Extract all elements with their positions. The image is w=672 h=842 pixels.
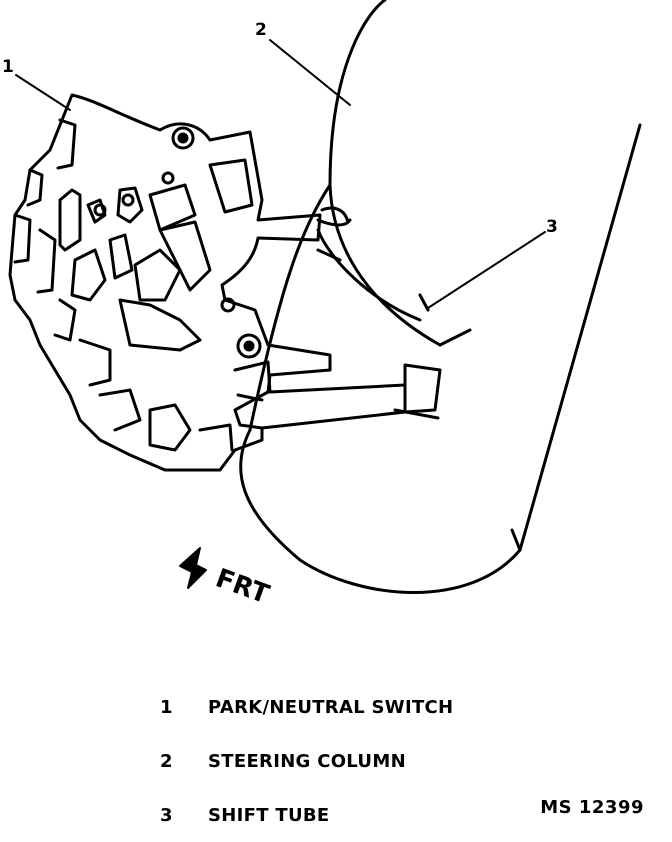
diagram-illustration: FRT 1 2 3 bbox=[2, 0, 642, 610]
callout-number-2: 2 bbox=[255, 20, 267, 40]
callout-number-3: 3 bbox=[546, 217, 558, 237]
leader-line-1 bbox=[15, 74, 71, 111]
front-direction-arrow: FRT bbox=[179, 547, 274, 610]
front-direction-label: FRT bbox=[212, 563, 274, 610]
legend-item-label: STEERING COLUMN bbox=[208, 750, 406, 772]
legend-item-number: 2 bbox=[160, 750, 173, 772]
legend-item-label: PARK/NEUTRAL SWITCH bbox=[208, 696, 454, 718]
steering-column bbox=[239, 0, 642, 594]
legend-item-number: 3 bbox=[160, 804, 173, 826]
legend-item-number: 1 bbox=[160, 696, 173, 718]
leader-line-3 bbox=[427, 231, 546, 309]
figure-id: MS 12399 bbox=[540, 797, 644, 818]
callout-number-1: 1 bbox=[2, 57, 14, 77]
shift-tube bbox=[316, 206, 430, 312]
legend-item: 2 STEERING COLUMN bbox=[150, 734, 610, 788]
park-neutral-switch bbox=[8, 93, 442, 472]
leader-line-2 bbox=[269, 39, 351, 106]
legend-item-label: SHIFT TUBE bbox=[208, 804, 330, 826]
legend-item: 1 PARK/NEUTRAL SWITCH bbox=[150, 680, 610, 734]
